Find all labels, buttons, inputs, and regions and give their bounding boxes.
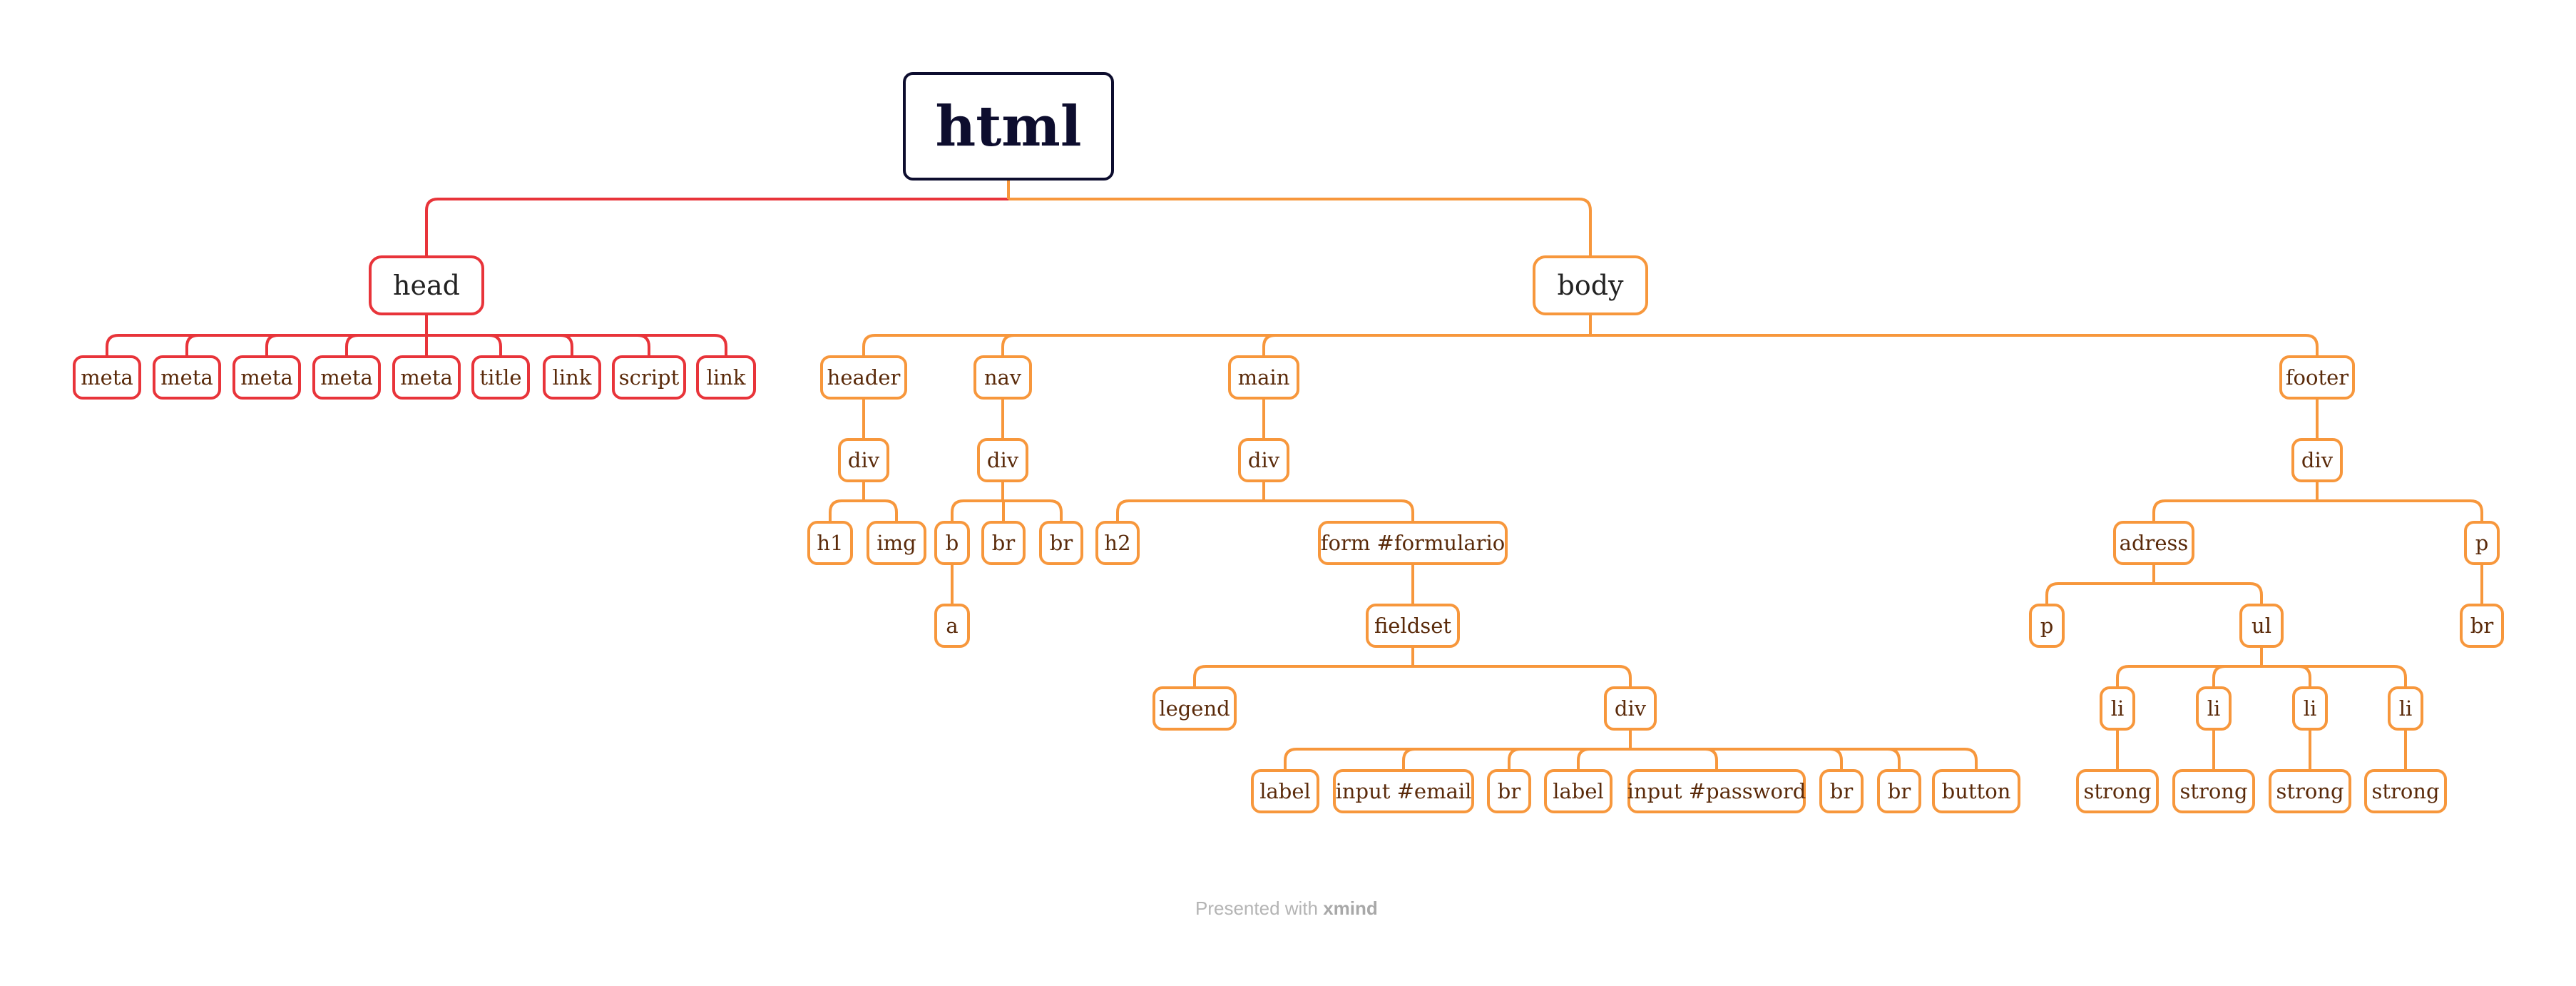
connector-49 bbox=[2317, 499, 2483, 521]
node-footer-p[interactable]: p bbox=[2464, 521, 2500, 565]
connector-44 bbox=[1630, 748, 1901, 769]
connector-48 bbox=[2152, 499, 2317, 521]
connector-25 bbox=[951, 499, 1003, 521]
presented-with-text: Presented with bbox=[1195, 898, 1318, 919]
connector-7 bbox=[265, 334, 426, 355]
node-label-2[interactable]: label bbox=[1544, 769, 1612, 813]
connector-41 bbox=[1577, 748, 1630, 769]
connector-58 bbox=[2261, 665, 2407, 686]
node-adress[interactable]: adress bbox=[2113, 521, 2194, 565]
connector-6 bbox=[185, 334, 426, 355]
connector-39 bbox=[1402, 748, 1630, 769]
node-strong-2[interactable]: strong bbox=[2172, 769, 2255, 813]
node-main[interactable]: main bbox=[1228, 355, 1299, 400]
node-adress-p[interactable]: p bbox=[2029, 604, 2065, 648]
connector-40 bbox=[1508, 748, 1630, 769]
connector-12 bbox=[426, 334, 650, 355]
node-br-3[interactable]: br bbox=[1877, 769, 1921, 813]
connector-43 bbox=[1630, 748, 1843, 769]
connector-32 bbox=[1264, 499, 1414, 521]
node-head-meta-4[interactable]: meta bbox=[312, 355, 381, 400]
node-head-link-1[interactable]: link bbox=[543, 355, 601, 400]
node-li-4[interactable]: li bbox=[2388, 686, 2423, 731]
connector-8 bbox=[345, 334, 426, 355]
node-strong-4[interactable]: strong bbox=[2364, 769, 2447, 813]
node-footer[interactable]: footer bbox=[2279, 355, 2355, 400]
node-li-1[interactable]: li bbox=[2100, 686, 2135, 731]
node-br-2[interactable]: br bbox=[1819, 769, 1864, 813]
connector-45 bbox=[1630, 748, 1978, 769]
node-input-email[interactable]: input #email bbox=[1333, 769, 1474, 813]
connector-42 bbox=[1630, 748, 1718, 769]
node-h2[interactable]: h2 bbox=[1095, 521, 1140, 565]
connector-22 bbox=[864, 499, 898, 521]
node-fieldset-div[interactable]: div bbox=[1604, 686, 1657, 731]
node-nav-a[interactable]: a bbox=[934, 604, 970, 648]
node-input-password[interactable]: input #password bbox=[1627, 769, 1806, 813]
connector-56 bbox=[2212, 665, 2261, 686]
connector-35 bbox=[1193, 665, 1413, 686]
node-footer-br[interactable]: br bbox=[2460, 604, 2504, 648]
connector-13 bbox=[426, 334, 727, 355]
node-img[interactable]: img bbox=[867, 521, 926, 565]
node-button[interactable]: button bbox=[1932, 769, 2020, 813]
node-html[interactable]: html bbox=[903, 72, 1114, 181]
node-li-3[interactable]: li bbox=[2292, 686, 2328, 731]
connector-55 bbox=[2116, 665, 2261, 686]
node-head-link-2[interactable]: link bbox=[696, 355, 756, 400]
connector-3 bbox=[1008, 198, 1592, 255]
node-form-formulario[interactable]: form #formulario bbox=[1318, 521, 1508, 565]
node-fieldset[interactable]: fieldset bbox=[1366, 604, 1460, 648]
node-nav-div[interactable]: div bbox=[977, 438, 1028, 482]
node-head[interactable]: head bbox=[369, 255, 484, 315]
node-body[interactable]: body bbox=[1533, 255, 1648, 315]
node-head-title[interactable]: title bbox=[471, 355, 530, 400]
connector-53 bbox=[2154, 582, 2263, 604]
node-head-meta-2[interactable]: meta bbox=[153, 355, 221, 400]
node-head-script[interactable]: script bbox=[612, 355, 686, 400]
node-strong-1[interactable]: strong bbox=[2076, 769, 2159, 813]
connector-21 bbox=[829, 499, 864, 521]
node-head-meta-3[interactable]: meta bbox=[232, 355, 301, 400]
node-nav-b[interactable]: b bbox=[934, 521, 970, 565]
connector-18 bbox=[1590, 334, 2319, 355]
connector-17 bbox=[1262, 334, 1590, 355]
node-head-meta-5[interactable]: meta bbox=[392, 355, 461, 400]
node-strong-3[interactable]: strong bbox=[2269, 769, 2351, 813]
connector-52 bbox=[2045, 582, 2154, 604]
connector-16 bbox=[1001, 334, 1590, 355]
connector-57 bbox=[2261, 665, 2311, 686]
connector-5 bbox=[106, 334, 426, 355]
presented-with-xmind: Presented with xmind bbox=[1195, 898, 1378, 920]
node-footer-div[interactable]: div bbox=[2291, 438, 2343, 482]
node-header[interactable]: header bbox=[820, 355, 907, 400]
node-head-meta-1[interactable]: meta bbox=[73, 355, 141, 400]
node-label-1[interactable]: label bbox=[1251, 769, 1319, 813]
connector-27 bbox=[1003, 499, 1063, 521]
xmind-brand: xmind bbox=[1323, 898, 1378, 919]
connector-31 bbox=[1116, 499, 1264, 521]
node-header-div[interactable]: div bbox=[838, 438, 889, 482]
node-li-2[interactable]: li bbox=[2196, 686, 2232, 731]
node-main-div[interactable]: div bbox=[1238, 438, 1289, 482]
node-h1[interactable]: h1 bbox=[807, 521, 853, 565]
node-legend[interactable]: legend bbox=[1152, 686, 1237, 731]
node-nav-br-1[interactable]: br bbox=[981, 521, 1026, 565]
connector-10 bbox=[426, 334, 502, 355]
connector-36 bbox=[1413, 665, 1632, 686]
node-nav[interactable]: nav bbox=[973, 355, 1032, 400]
node-nav-br-2[interactable]: br bbox=[1039, 521, 1083, 565]
connector-1 bbox=[425, 198, 1008, 255]
node-br-1[interactable]: br bbox=[1487, 769, 1531, 813]
node-ul[interactable]: ul bbox=[2239, 604, 2284, 648]
connector-38 bbox=[1284, 748, 1630, 769]
connector-15 bbox=[862, 334, 1590, 355]
